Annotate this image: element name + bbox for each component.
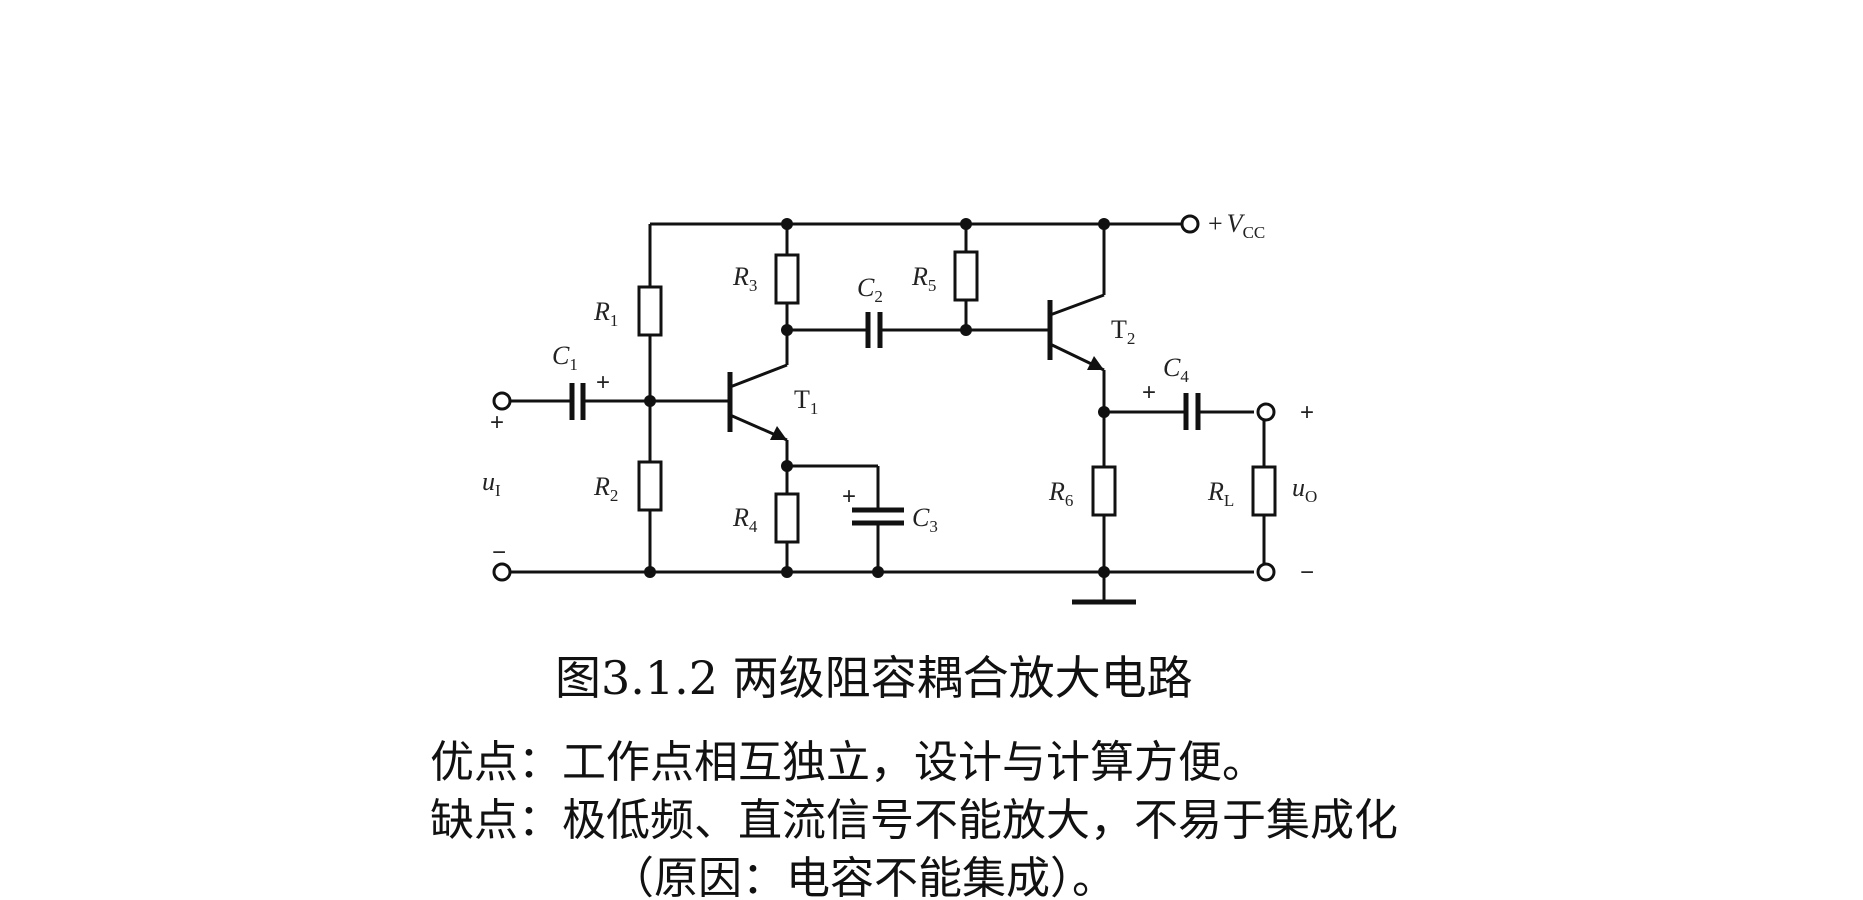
- label-r6: R6: [1048, 477, 1073, 510]
- resistor-r6: [1091, 465, 1117, 517]
- input-terminal-minus: [492, 562, 512, 582]
- vcc-terminal: [1180, 214, 1200, 234]
- capacitor-c2: [865, 312, 883, 348]
- label-c1: C1: [552, 341, 578, 374]
- output-plus-sign: +: [1300, 399, 1314, 426]
- label-r4: R4: [732, 503, 758, 536]
- resistor-rl: [1251, 465, 1277, 517]
- label-rl: RL: [1207, 477, 1234, 510]
- vcc-label: +VCC: [1208, 209, 1265, 242]
- label-r2: R2: [593, 472, 618, 505]
- capacitor-c3: [852, 507, 904, 526]
- resistor-r1: [637, 285, 663, 337]
- reason-text: （原因：电容不能集成）。: [610, 853, 1116, 900]
- output-minus-sign: −: [1300, 559, 1314, 586]
- c3-plus-sign: +: [842, 483, 856, 510]
- output-terminal-minus: [1256, 562, 1276, 582]
- c1-plus-sign: +: [596, 369, 610, 396]
- c4-plus-sign: +: [1142, 379, 1156, 406]
- transistor-t2: [1047, 293, 1105, 372]
- junction-dots: [644, 218, 1110, 578]
- label-uo: uO: [1292, 473, 1317, 506]
- input-plus-sign: +: [490, 409, 504, 436]
- disadvantages-text: 缺点：极低频、直流信号不能放大，不易于集成化: [430, 795, 1398, 846]
- resistor-r2: [637, 460, 663, 512]
- label-t2: T2: [1111, 315, 1135, 348]
- label-c2: C2: [857, 273, 883, 306]
- wires: [508, 222, 1266, 605]
- resistor-r5: [953, 250, 979, 302]
- transistor-t1: [727, 363, 788, 442]
- capacitor-c1: [569, 383, 586, 420]
- label-t1: T1: [794, 385, 818, 418]
- output-terminal-plus: [1256, 402, 1276, 422]
- resistor-r4: [774, 492, 800, 544]
- label-c4: C4: [1163, 353, 1189, 386]
- advantages-text: 优点：工作点相互独立，设计与计算方便。: [430, 737, 1266, 788]
- label-r5: R5: [911, 262, 936, 295]
- figure-caption: 图3.1.2 两级阻容耦合放大电路: [555, 651, 1193, 705]
- capacitor-c4: [1183, 393, 1201, 430]
- input-terminal-plus: [492, 391, 512, 411]
- label-ui: uI: [482, 467, 501, 500]
- label-c3: C3: [912, 503, 938, 536]
- resistor-r3: [774, 253, 800, 305]
- label-r3: R3: [732, 262, 757, 295]
- input-minus-sign: −: [492, 539, 506, 566]
- label-r1: R1: [593, 297, 618, 330]
